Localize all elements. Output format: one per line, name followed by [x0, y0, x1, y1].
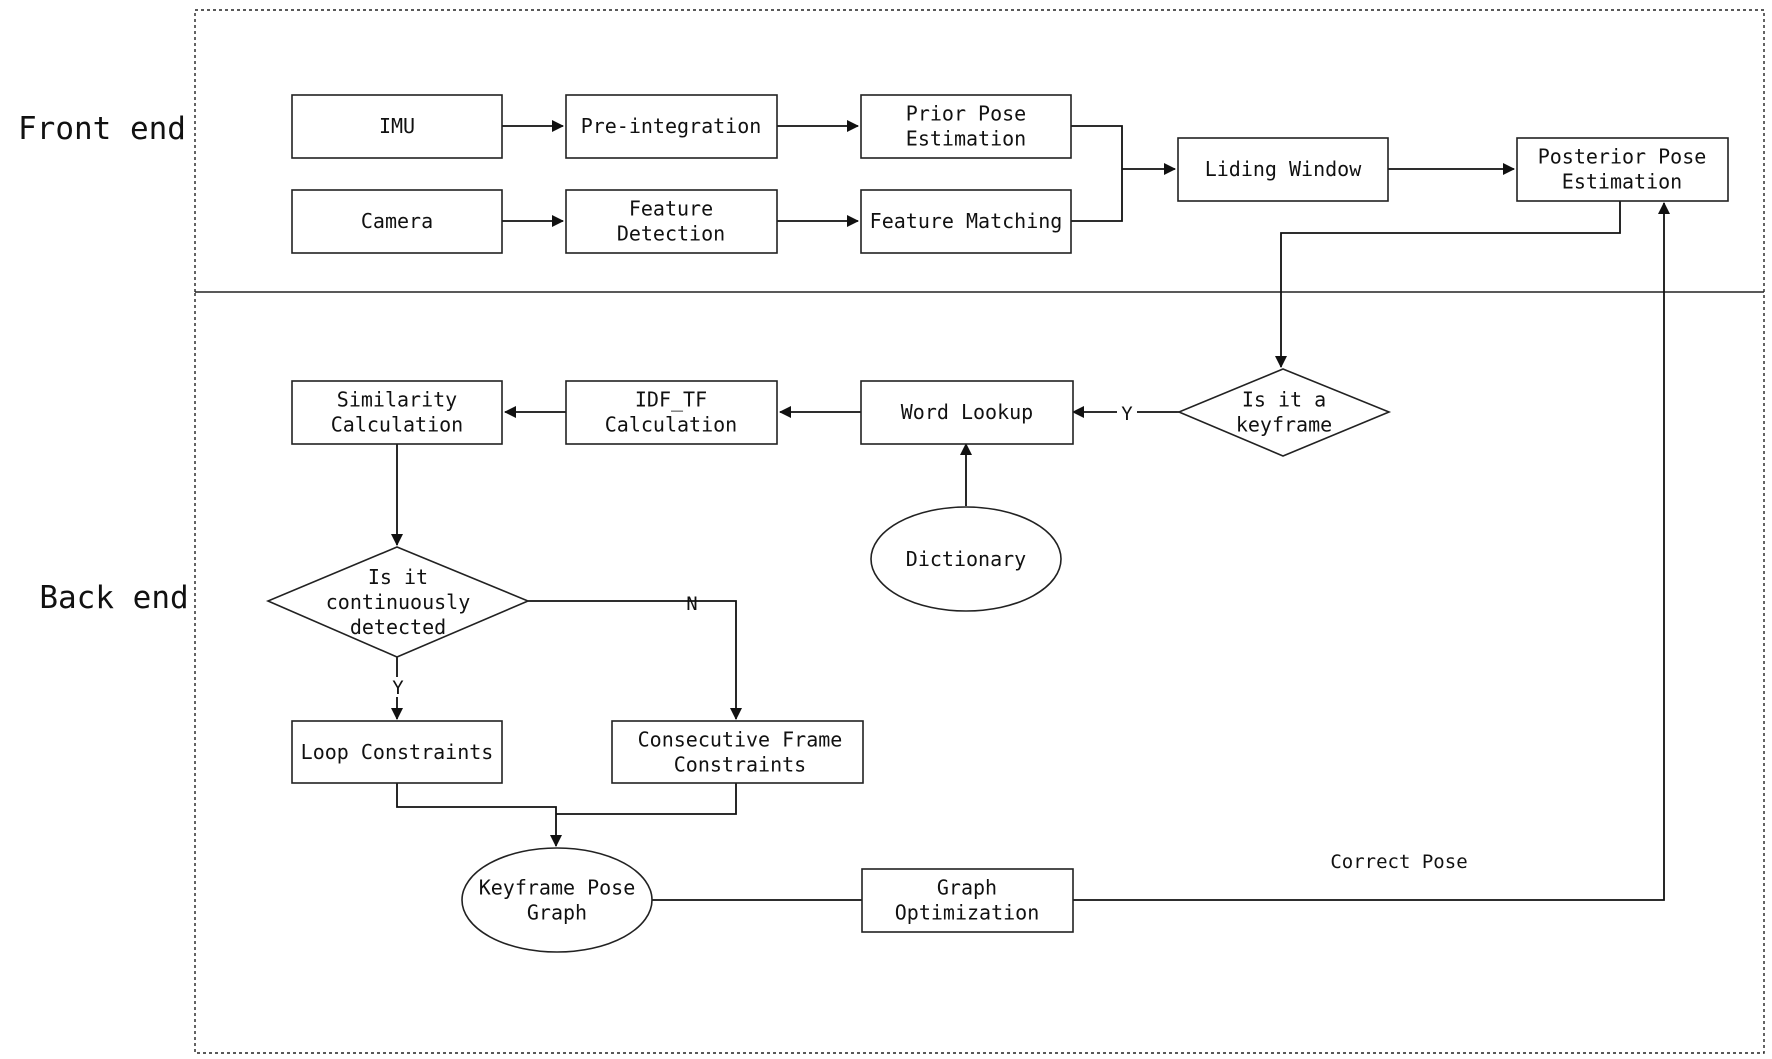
label-line: Detection [617, 222, 725, 246]
label-line: Calculation [605, 413, 737, 437]
node-pre-integration-label: Pre-integration [581, 114, 762, 138]
edge-consec-kpg [556, 783, 737, 815]
label-line: Word Lookup [901, 400, 1033, 424]
label-line: Graph [937, 876, 997, 900]
node-pre-integration: Pre-integration [565, 94, 778, 159]
label-line: IDF_TF [635, 388, 707, 412]
node-feature-matching-label: Feature Matching [870, 209, 1063, 233]
label-line: Dictionary [906, 547, 1026, 571]
node-word-lookup-label: Word Lookup [901, 400, 1033, 424]
label-line: Posterior Pose [1538, 145, 1707, 169]
node-dictionary-label: Dictionary [906, 547, 1026, 571]
node-feature-matching: Feature Matching [860, 189, 1072, 254]
front-end-label: Front end [18, 111, 186, 147]
label-line: Constraints [674, 753, 806, 777]
edge-posterior-keyframe [1275, 201, 1621, 368]
node-word-lookup: Word Lookup [860, 380, 1074, 445]
label-cont-yes: Y [392, 677, 404, 699]
label-line: Loop Constraints [301, 740, 494, 764]
edge-featmatch-merge [1071, 169, 1123, 222]
label-line: Prior Pose [906, 102, 1026, 126]
label-cont-no: N [686, 593, 697, 615]
edge-cont-consec [528, 600, 742, 720]
label-line: IMU [379, 114, 415, 138]
node-loop-constraints-label: Loop Constraints [301, 740, 494, 764]
label-line: detected [350, 615, 446, 639]
edge-gopt-posterior [1073, 202, 1670, 901]
edge-loop-kpg [396, 783, 562, 847]
label-line: Optimization [895, 901, 1040, 925]
label-line: Estimation [906, 127, 1026, 151]
label-line: Graph [527, 901, 587, 925]
label-line: Calculation [331, 413, 463, 437]
label-line: continuously [326, 590, 471, 614]
node-imu-label: IMU [379, 114, 415, 138]
label-line: Is it a [1242, 388, 1326, 412]
node-liding-window-label: Liding Window [1205, 157, 1362, 181]
label-correct-pose: Correct Pose [1330, 851, 1467, 873]
label-line: Consecutive Frame [638, 728, 843, 752]
label-line: keyframe [1236, 413, 1332, 437]
node-dictionary: Dictionary [870, 506, 1062, 612]
node-camera: Camera [291, 189, 503, 254]
label-line: Pre-integration [581, 114, 762, 138]
label-line: Estimation [1562, 170, 1682, 194]
node-camera-label: Camera [361, 209, 433, 233]
label-keyframe-yes: Y [1121, 403, 1133, 425]
back-end-label: Back end [39, 580, 188, 616]
node-liding-window: Liding Window [1177, 137, 1389, 202]
edge-prior-merge [1071, 125, 1123, 169]
node-loop-constraints: Loop Constraints [291, 720, 503, 784]
label-line: Feature Matching [870, 209, 1063, 233]
node-imu: IMU [291, 94, 503, 159]
edge-labels: Y N Y Correct Pose [387, 402, 1468, 873]
label-line: Similarity [337, 388, 457, 412]
front-end-region [194, 9, 1765, 293]
label-line: Is it [368, 565, 428, 589]
label-line: Camera [361, 209, 433, 233]
label-line: Keyframe Pose [479, 876, 636, 900]
label-line: Feature [629, 197, 713, 221]
back-end-region [194, 291, 1765, 1054]
label-line: Liding Window [1205, 157, 1362, 181]
